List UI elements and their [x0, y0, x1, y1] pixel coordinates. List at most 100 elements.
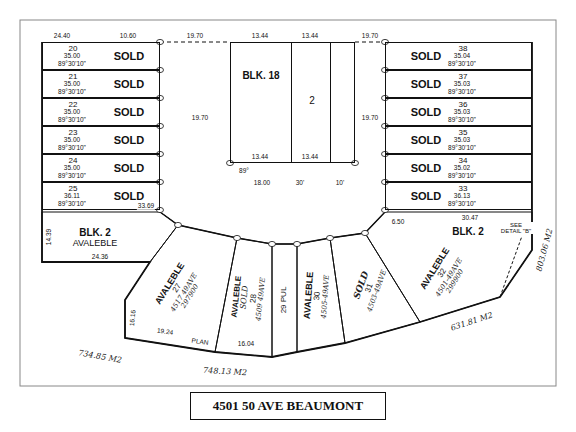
dimension-label: 89°30'10" [57, 172, 87, 179]
dimension-label: 35.03 [453, 81, 471, 88]
dimension-label: 35.02 [453, 165, 471, 172]
dimension-label: 19.24 [155, 328, 174, 337]
lot-box: BLK. 18 2 [230, 42, 355, 163]
lot-text: 4505-49AVE [321, 274, 331, 318]
lot-text: SOLD [411, 51, 442, 63]
plan-title: 4501 50 AVE BEAUMONT [213, 398, 363, 414]
cul-de-sac-edge [160, 212, 385, 244]
dimension-label: 89°30'10" [447, 200, 477, 207]
lot-lines [42, 212, 532, 357]
survey-pin [327, 235, 334, 240]
lot-label-group: SOLD314503-49AVE [348, 261, 390, 315]
dimension-label: 89°30'10" [447, 144, 477, 151]
lot-box: 2 [291, 42, 331, 163]
lot-outline [125, 225, 237, 352]
dimension-label: 30' [295, 180, 305, 187]
dimension-label: 89°30'10" [57, 116, 87, 123]
lot-outline [365, 212, 532, 322]
lot-text: SOLD [114, 51, 145, 63]
road-boundary [160, 42, 230, 43]
lot-text: SOLD [114, 79, 145, 91]
dimension-label: 24.40 [53, 33, 71, 40]
lot-text: SOLD [114, 191, 145, 203]
lot-text: SOLD [114, 135, 145, 147]
dimension-label: SEE DETAIL "B" [499, 222, 533, 234]
lot-label-group: BLK. 2AVALEBLE [71, 227, 120, 249]
survey-pin [175, 222, 182, 227]
dimension-label: 13.44 [251, 33, 269, 40]
dimension-label: 35.00 [63, 53, 81, 60]
lot-outline [42, 212, 178, 262]
road-boundary [355, 42, 385, 43]
dimension-label: 24.36 [91, 254, 109, 261]
handwritten-note: 734.85 M2 [77, 349, 124, 365]
dimension-label: 6.50 [391, 219, 406, 226]
dimension-label: 19.70 [361, 33, 379, 40]
dimension-label: PLAN [190, 337, 210, 346]
lot-text: 2 [309, 96, 315, 107]
dimension-label: 35.03 [453, 137, 471, 144]
survey-pin [352, 160, 359, 165]
dimension-label: 89°30'10" [57, 88, 87, 95]
lot-text: SOLD [114, 107, 145, 119]
lot-text: SOLD [411, 135, 442, 147]
dimension-label: 35.00 [63, 165, 81, 172]
lot-text: 4509 49AVE [256, 277, 268, 321]
dimension-label: 89°30'10" [447, 172, 477, 179]
handwritten-note: 748.13 M2 [202, 367, 248, 377]
sheet-frame [20, 20, 556, 386]
lot-label-group: AVALEBLESOLD284509 49AVE [229, 272, 268, 323]
dimension-label: 35.00 [63, 137, 81, 144]
lot-text: BLK. 18 [242, 71, 279, 82]
lot-outline [215, 238, 272, 357]
dimension-label: 13.44 [251, 154, 269, 161]
handwritten-note: 803.06 M2 [535, 227, 555, 273]
lot-label-group: AVALEBLE304505-49AVE [302, 270, 333, 323]
survey-pins [157, 39, 389, 246]
lot-text: SOLD [411, 79, 442, 91]
dimension-label: 33.69 [137, 203, 155, 210]
dimension-label: 35.00 [63, 109, 81, 116]
easement-line [500, 236, 522, 297]
dimension-label: 19.70 [186, 33, 204, 40]
survey-pin [362, 230, 369, 235]
lot-label-group: AVALEBLE274517 49AVE 297900 [148, 253, 212, 327]
lot-text: BLK. 2 [79, 228, 111, 239]
dimension-label: 13.44 [301, 33, 319, 40]
lot-text: SOLD [411, 107, 442, 119]
lot-outline [272, 244, 297, 357]
dimension-label: 14.39 [46, 228, 53, 246]
dimension-label: 36.11 [63, 193, 81, 200]
dimension-label: 10.60 [119, 33, 137, 40]
dimension-label: 13.44 [301, 154, 319, 161]
dimension-label: 18.00 [253, 180, 271, 187]
dimension-label: 35.04 [453, 53, 471, 60]
lot-text: AVALEBLE [73, 239, 118, 248]
survey-pin [234, 235, 241, 240]
dimension-label: 19.70 [361, 115, 379, 122]
lot-text: SOLD [114, 163, 145, 175]
dimension-label: 16.04 [237, 341, 255, 348]
dimension-label: 89°30'10" [57, 60, 87, 67]
dimension-label: 89°30'10" [57, 144, 87, 151]
subdivision-boundary [42, 42, 532, 357]
dimension-label: 89°30'10" [447, 60, 477, 67]
dimension-label: 16.16 [129, 309, 137, 328]
title-box: 4501 50 AVE BEAUMONT [190, 392, 386, 420]
dimension-label: 89°30'10" [447, 116, 477, 123]
handwritten-note: 631.81 M2 [449, 311, 495, 333]
dimension-label: 89°30'10" [57, 200, 87, 207]
survey-pin [269, 241, 276, 246]
lot-label-group: 29 PUL [279, 285, 289, 316]
dimension-label: 36.13 [453, 193, 471, 200]
lot-text: 29 PUL [280, 287, 288, 314]
dimension-label: 19.70 [191, 115, 209, 122]
dimension-label: 89° [238, 168, 250, 175]
survey-pin [294, 241, 301, 246]
dimension-label: 35.03 [453, 109, 471, 116]
survey-pin [157, 207, 164, 212]
dimension-label: 89°30'10" [447, 88, 477, 95]
lot-text: SOLD [411, 191, 442, 203]
dimension-label: BLK. 2 [451, 227, 485, 237]
